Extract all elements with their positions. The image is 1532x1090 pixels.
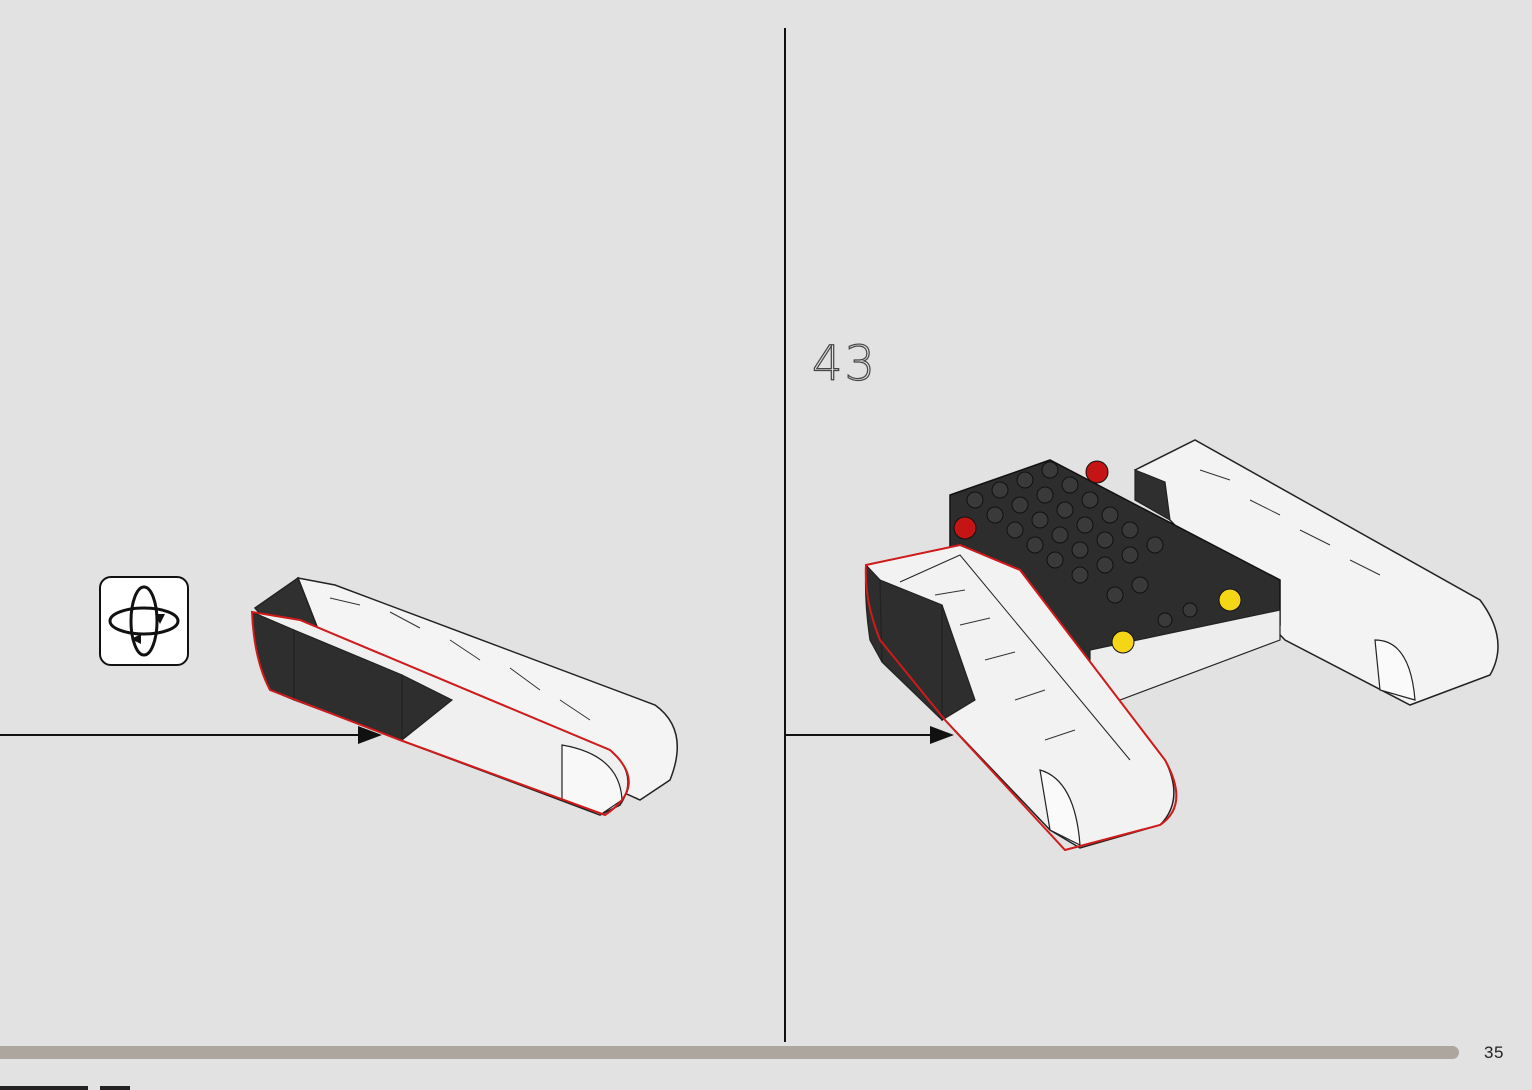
- chassis-assembly: [866, 440, 1499, 850]
- footer-mark: [0, 1086, 88, 1090]
- right-step-artwork: [0, 0, 1532, 1040]
- progress-bar-fill: [0, 1046, 1459, 1059]
- page-number: 35: [1474, 1043, 1514, 1063]
- insertion-arrow-icon: [786, 726, 954, 744]
- progress-bar: [0, 1046, 1460, 1059]
- footer-mark: [100, 1086, 130, 1090]
